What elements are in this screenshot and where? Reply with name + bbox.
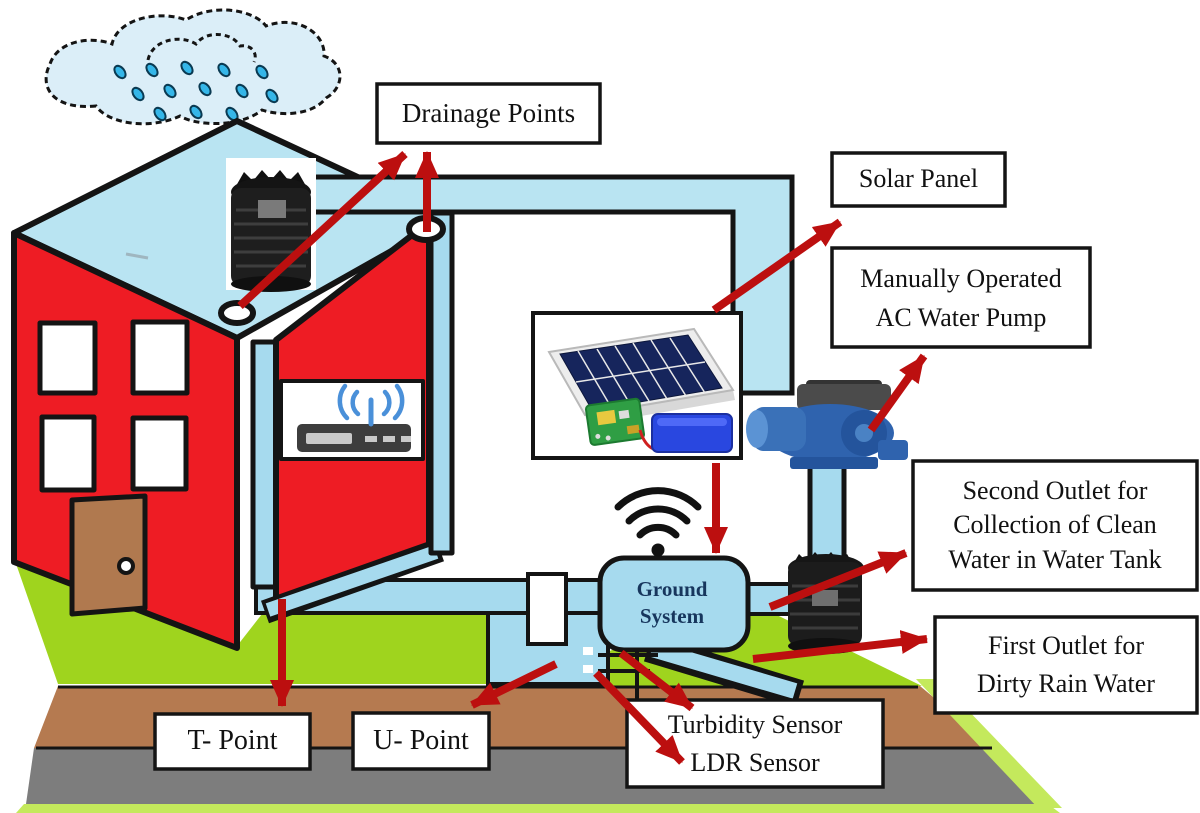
solar-panel-photo [531,311,743,460]
window [130,415,189,492]
arrow-first-outlet [752,630,928,663]
water-pump-photo [746,380,908,469]
arrow-ldr-sensor [593,670,685,765]
collection-water-tank [788,552,864,654]
wall-base-pipe [260,538,445,624]
battery [651,413,733,453]
door-knob [117,557,135,575]
pump-outlet-pipe [807,452,847,563]
arrow-drainage-diagonal [237,151,408,309]
window [37,320,98,396]
lawn-left [14,558,486,684]
roof-mark [125,252,149,260]
arrow-turbidity-sensor [618,649,695,712]
wifi-router-icon [297,383,411,452]
window [130,319,190,396]
ground-system-unit [597,555,751,653]
roof-water-tank [226,158,316,292]
right-downpipe [428,210,455,556]
drainage-hole-icon [218,300,256,326]
window [39,414,97,493]
u-trap-notch [526,572,568,646]
arrow-water-pump [867,353,928,433]
sensor-gap [583,665,593,673]
controller-pcb [584,397,645,446]
sensor-gap [583,647,593,655]
label-boxes [153,82,1199,789]
arrow-u-point [470,660,558,709]
door [69,493,148,617]
wifi-signal-icon [614,487,702,557]
raindrops [113,60,279,122]
ground-edge-bottom [16,804,1060,813]
arrow-second-outlet [768,549,908,611]
callout-arrows [237,151,928,765]
dirty-water-pipe [643,634,805,708]
arrow-solar-panel [711,218,843,314]
